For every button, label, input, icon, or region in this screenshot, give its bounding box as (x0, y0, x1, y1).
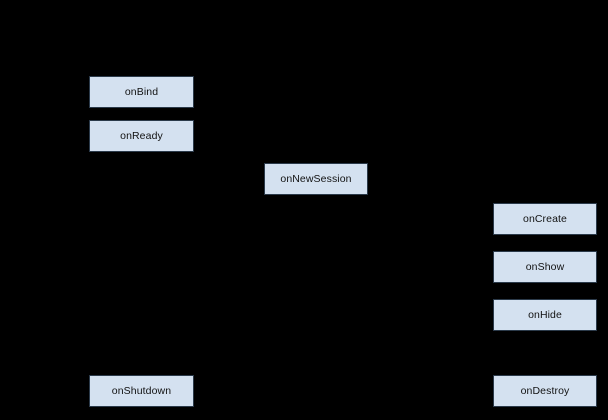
node-onnewsession[interactable]: onNewSession (264, 163, 368, 195)
edge-onready-onshutdown (141, 152, 142, 375)
node-onnewsession-label: onNewSession (280, 172, 352, 185)
node-onready[interactable]: onReady (89, 120, 194, 152)
edge-onnewsession-oncreate-v (368, 179, 369, 219)
node-onhide-label: onHide (528, 308, 562, 321)
node-onbind[interactable]: onBind (89, 76, 194, 108)
node-onshow-label: onShow (525, 260, 565, 273)
edge-onnewsession-oncreate (368, 219, 493, 220)
node-oncreate[interactable]: onCreate (493, 203, 597, 235)
node-ondestroy-label: onDestroy (520, 384, 570, 397)
node-onshutdown[interactable]: onShutdown (89, 375, 194, 407)
edge-onbind-onready (141, 108, 142, 120)
node-ondestroy[interactable]: onDestroy (493, 375, 597, 407)
edge-onready-onnewsession (141, 152, 142, 179)
node-onbind-label: onBind (124, 85, 159, 98)
node-onshow[interactable]: onShow (493, 251, 597, 283)
edge-onshow-onhide (545, 283, 546, 299)
node-onhide[interactable]: onHide (493, 299, 597, 331)
edge-oncreate-onshow (545, 235, 546, 251)
edge-onhide-ondestroy (545, 331, 546, 375)
node-onshutdown-label: onShutdown (111, 384, 172, 397)
node-oncreate-label: onCreate (523, 212, 567, 225)
node-onready-label: onReady (120, 129, 163, 142)
edge-onready-onnewsession-h (141, 179, 264, 180)
